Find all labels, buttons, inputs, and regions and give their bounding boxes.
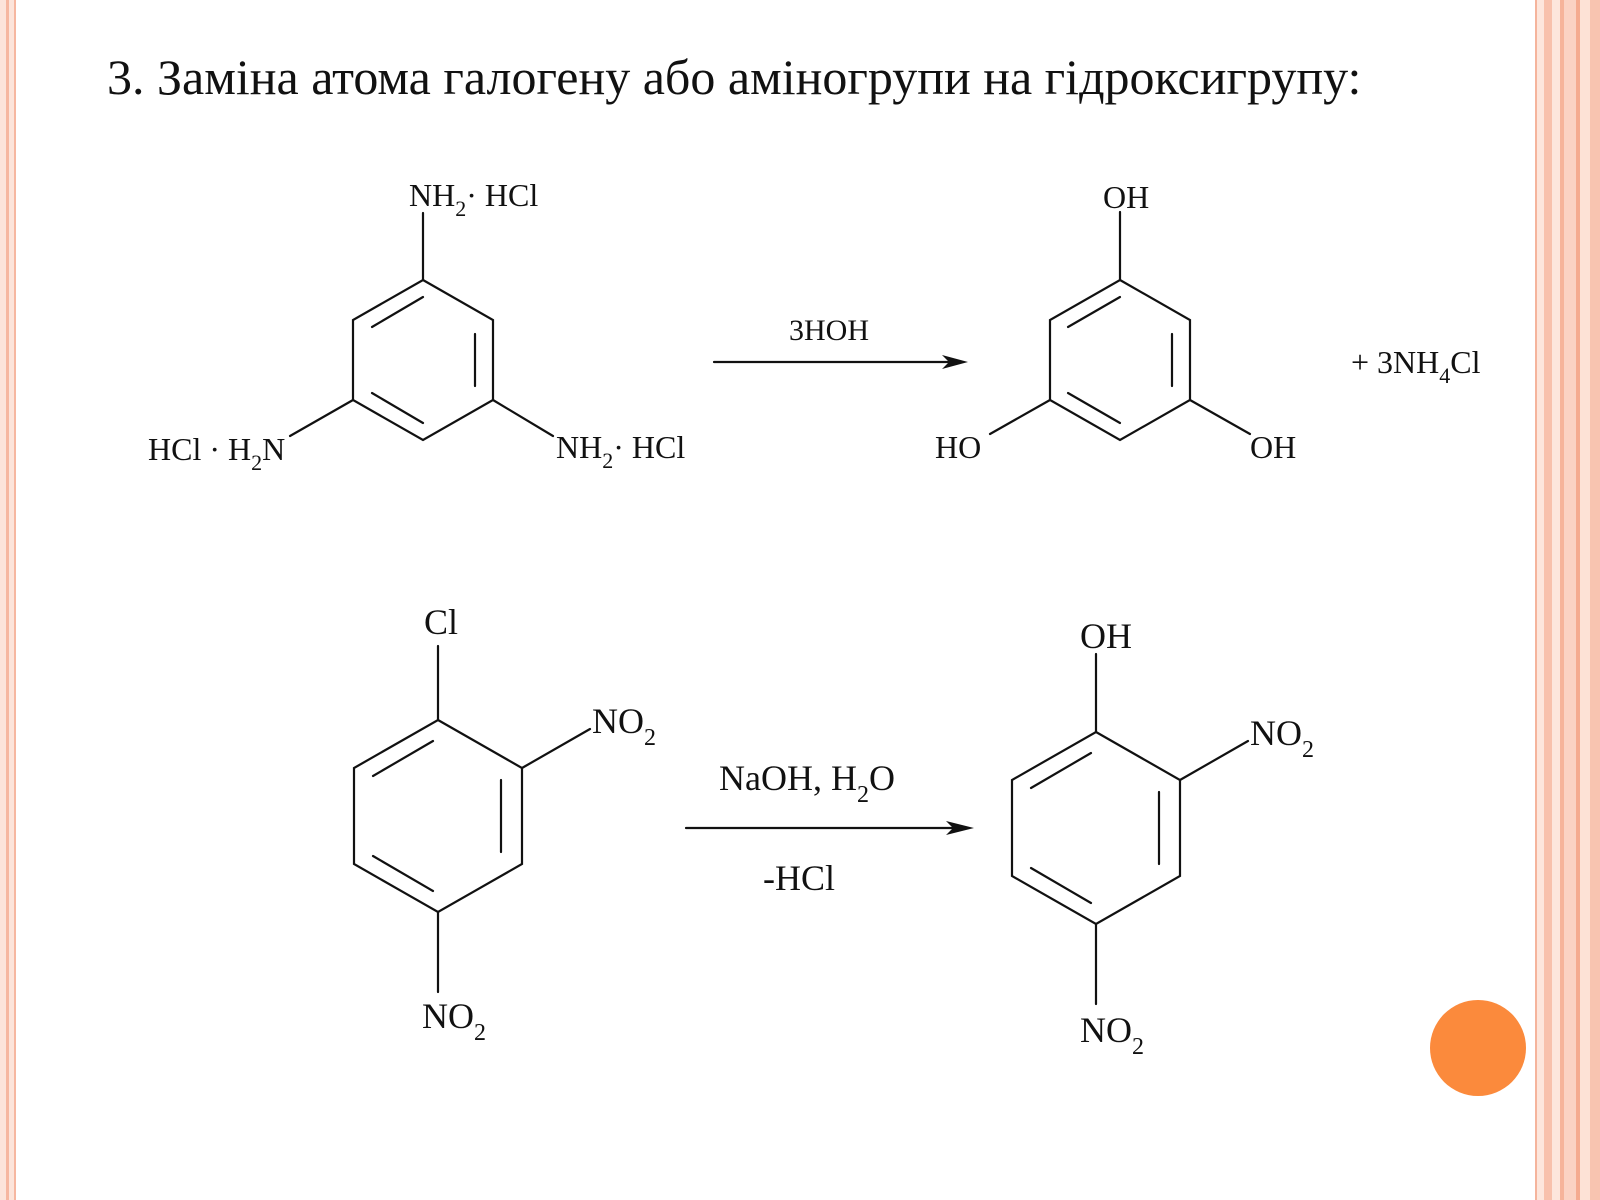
product2-benzene-ring <box>1010 730 1182 926</box>
reaction2-arrow-label-bottom: -HCl <box>763 858 835 898</box>
reactant1-left-label: HCl · H2N <box>148 431 285 475</box>
reaction2-arrow-label-top: NaOH, H2O <box>719 758 895 808</box>
product1-right-label: OH <box>1250 429 1296 465</box>
reactant2-nitro-bottom-label: NO2 <box>422 996 486 1046</box>
product2-nitro-right-label: NO2 <box>1250 713 1314 763</box>
product1-bond-left <box>988 398 1052 436</box>
reactant1-right-label: NH2· HCl <box>556 429 685 473</box>
reactant2-nitro-right-label: NO2 <box>592 701 656 751</box>
product1-benzene-ring <box>1048 278 1192 442</box>
product2-oh-label: OH <box>1080 616 1132 656</box>
product1-top-label: OH <box>1103 179 1149 215</box>
product1-left-label: HO <box>935 429 981 465</box>
slide-frame-left <box>0 0 18 1200</box>
reactant2-benzene-ring <box>352 718 524 914</box>
slide-title: 3. Заміна атома галогену або аміногрупи … <box>107 49 1362 105</box>
accent-circle <box>1430 1000 1526 1096</box>
byproduct1-label: + 3NH4Cl <box>1351 344 1481 388</box>
reactant1-bond-right <box>491 398 555 438</box>
slide-frame-right <box>1532 0 1600 1200</box>
reaction1-arrow-label: 3HOH <box>789 314 869 347</box>
reactant2-cl-label: Cl <box>424 602 458 642</box>
reaction2-arrow <box>684 821 974 835</box>
reaction1-arrow <box>712 355 968 369</box>
reactant1-top-label: NH2· HCl <box>409 177 538 221</box>
product1-bond-right <box>1188 398 1252 436</box>
reactant1-bond-left <box>288 398 355 438</box>
reactant1-benzene-ring <box>351 278 495 442</box>
product2-nitro-bottom-label: NO2 <box>1080 1010 1144 1060</box>
reactant2-bond-nitro-right <box>520 727 592 770</box>
product2-bond-nitro-right <box>1178 739 1250 782</box>
